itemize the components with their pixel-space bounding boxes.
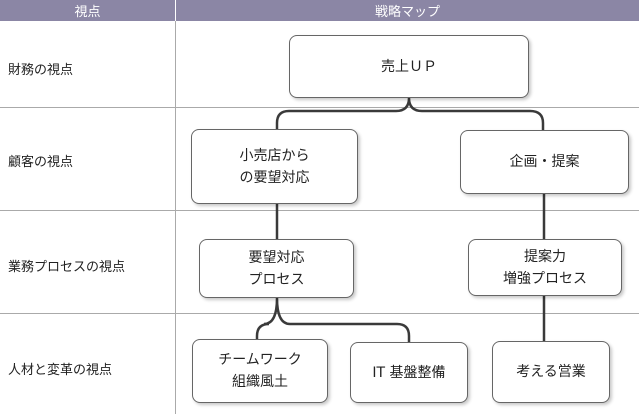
node-sales-up-label: 売上ＵＰ	[381, 58, 437, 75]
row-label-business-process: 業務プロセスの視点	[8, 260, 126, 275]
row-divider-1	[0, 107, 639, 108]
row-label-customer: 顧客の視点	[8, 155, 74, 170]
node-planning-proposal-label: 企画・提案	[509, 154, 580, 170]
node-retailer-request-label: 小売店から の要望対応	[239, 147, 310, 186]
node-sales-up: 売上ＵＰ	[289, 35, 529, 98]
row-divider-3	[0, 313, 639, 314]
node-proposal-process: 提案力 増強プロセス	[468, 239, 622, 296]
node-thinking-sales-label: 考える営業	[516, 364, 586, 380]
node-thinking-sales: 考える営業	[492, 341, 610, 403]
header-strategy-map: 戦略マップ	[176, 0, 639, 21]
node-proposal-process-label: 提案力 増強プロセス	[503, 248, 587, 287]
node-teamwork-label: チームワーク 組織風土	[218, 352, 302, 390]
node-it-infrastructure: IT 基盤整備	[350, 342, 468, 403]
row-label-finance: 財務の視点	[8, 63, 74, 78]
header-viewpoint: 視点	[0, 0, 175, 21]
connector-sales-to-customer	[275, 96, 545, 132]
node-planning-proposal: 企画・提案	[460, 130, 629, 194]
node-request-process: 要望対応 プロセス	[199, 239, 354, 298]
node-teamwork: チームワーク 組織風土	[192, 339, 328, 403]
connector-request-to-people	[255, 296, 411, 344]
header-viewpoint-label: 視点	[74, 5, 101, 20]
row-label-people-change: 人材と変革の視点	[8, 363, 113, 378]
header-strategy-map-label: 戦略マップ	[374, 5, 440, 20]
row-divider-2	[0, 210, 639, 211]
node-it-infrastructure-label: IT 基盤整備	[372, 364, 446, 381]
node-request-process-label: 要望対応 プロセス	[248, 249, 305, 288]
node-retailer-request: 小売店から の要望対応	[191, 129, 358, 204]
column-divider	[175, 21, 176, 414]
